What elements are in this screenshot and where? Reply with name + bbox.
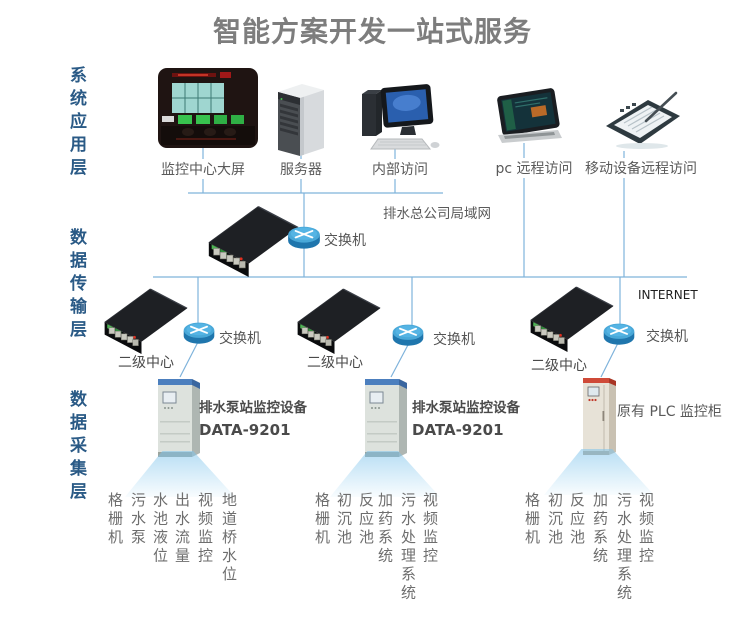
plc-cabinet-image [582, 377, 617, 455]
internet-label: INTERNET [638, 288, 698, 302]
signal-label: 污水处理系统 [399, 492, 417, 603]
desktop-pc-icon [361, 83, 440, 150]
signal-label: 格栅机 [106, 492, 124, 548]
signal-label: 地道桥水位 [220, 492, 238, 585]
station2-model: DATA-9201 [412, 421, 504, 439]
tablet-stylus-icon [604, 91, 682, 151]
device-label-pc-remote: pc 远程访问 [493, 158, 575, 178]
device-label-video-wall: 监控中心大屏 [159, 159, 247, 179]
secondary-center-label-3: 二级中心 [531, 358, 587, 374]
layer-label-collection: 数据采集层 [66, 390, 86, 505]
device-label-server: 服务器 [278, 159, 324, 179]
signal-label: 视频监控 [421, 492, 439, 566]
monitoring-cabinet-image-2 [364, 378, 408, 457]
signal-label: 视频监控 [637, 492, 655, 566]
touch-pc-icon [495, 87, 563, 144]
layer-label-transmission: 数据传输层 [66, 228, 86, 343]
lan-label: 排水总公司局域网 [383, 206, 491, 222]
monitoring-cabinet-image-1 [157, 378, 201, 457]
plc-cabinet-label: 原有 PLC 监控柜 [617, 404, 722, 420]
signal-label: 出水流量 [173, 492, 191, 566]
signal-label: 水池液位 [151, 492, 169, 566]
server-tower-icon [278, 84, 324, 156]
industrial-switch-image-1 [103, 288, 188, 354]
switch-label-main: 交换机 [324, 233, 366, 249]
switch-icon-2 [391, 323, 425, 347]
device-label-internal: 内部访问 [370, 159, 430, 179]
switch-label-2: 交换机 [433, 332, 475, 348]
signal-label: 加药系统 [376, 492, 394, 566]
switch-icon-main [287, 225, 321, 250]
signal-label: 初沉池 [546, 492, 564, 548]
switch-label-1: 交换机 [219, 331, 261, 347]
signal-label: 加药系统 [591, 492, 609, 566]
industrial-switch-image-2 [296, 288, 381, 354]
signal-label: 格栅机 [523, 492, 541, 548]
device-label-mobile: 移动设备远程访问 [583, 158, 699, 178]
signal-label: 格栅机 [313, 492, 331, 548]
page-title: 智能方案开发一站式服务 [212, 15, 532, 48]
layer-label-application: 系统应用层 [66, 66, 86, 181]
station1-model: DATA-9201 [199, 421, 291, 439]
switch-label-3: 交换机 [646, 329, 688, 345]
signal-label: 视频监控 [196, 492, 214, 566]
switch-icon-1 [182, 321, 216, 345]
signal-label: 污水处理系统 [615, 492, 633, 603]
switch-icon-3 [602, 322, 636, 346]
station1-name: 排水泵站监控设备 [199, 400, 307, 416]
video-wall-icon [158, 68, 258, 148]
station2-name: 排水泵站监控设备 [412, 400, 520, 416]
signal-label: 反应池 [568, 492, 586, 548]
secondary-center-label-2: 二级中心 [307, 355, 363, 371]
secondary-center-label-1: 二级中心 [118, 355, 174, 371]
signal-label: 反应池 [357, 492, 375, 548]
signal-label: 污水泵 [129, 492, 147, 548]
signal-label: 初沉池 [335, 492, 353, 548]
